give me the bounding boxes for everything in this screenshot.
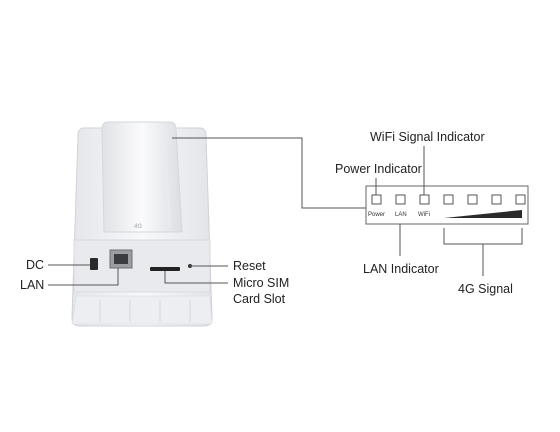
power-indicator-label: Power Indicator bbox=[335, 162, 422, 176]
signal-led-3 bbox=[491, 194, 502, 205]
panel-wifi-text: WiFi bbox=[418, 212, 430, 218]
signal-led-1 bbox=[443, 194, 454, 205]
panel-leaders bbox=[375, 146, 523, 276]
dc-label: DC bbox=[26, 258, 45, 272]
lan-port-label: LAN bbox=[20, 278, 45, 292]
sim-label-line1: Micro SIM bbox=[233, 276, 290, 290]
device-logo: 4G bbox=[134, 224, 143, 230]
device-leaders bbox=[48, 264, 228, 286]
sim-slot bbox=[150, 267, 180, 271]
antenna-ridge bbox=[163, 127, 171, 229]
power-led bbox=[371, 194, 382, 205]
lan-led bbox=[395, 194, 406, 205]
panel-power-text: Power bbox=[368, 212, 386, 218]
sim-label-line2: Card Slot bbox=[233, 292, 286, 306]
lan-indicator-label: LAN Indicator bbox=[363, 262, 439, 276]
panel-connector bbox=[172, 137, 366, 209]
signal-4g-label: 4G Signal bbox=[458, 282, 513, 296]
led-panel bbox=[365, 185, 529, 225]
device-antenna bbox=[101, 121, 183, 233]
device-base bbox=[71, 295, 213, 325]
reset-label: Reset bbox=[233, 259, 266, 273]
signal-wedge bbox=[444, 210, 522, 218]
signal-led-2 bbox=[467, 194, 478, 205]
signal-led-4 bbox=[515, 194, 526, 205]
wifi-signal-indicator-label: WiFi Signal Indicator bbox=[370, 130, 485, 144]
signal-leds bbox=[443, 194, 526, 205]
wifi-led bbox=[419, 194, 430, 205]
panel-lan-text: LAN bbox=[395, 212, 407, 218]
antenna-ridge bbox=[113, 127, 119, 229]
dc-jack bbox=[90, 258, 98, 270]
